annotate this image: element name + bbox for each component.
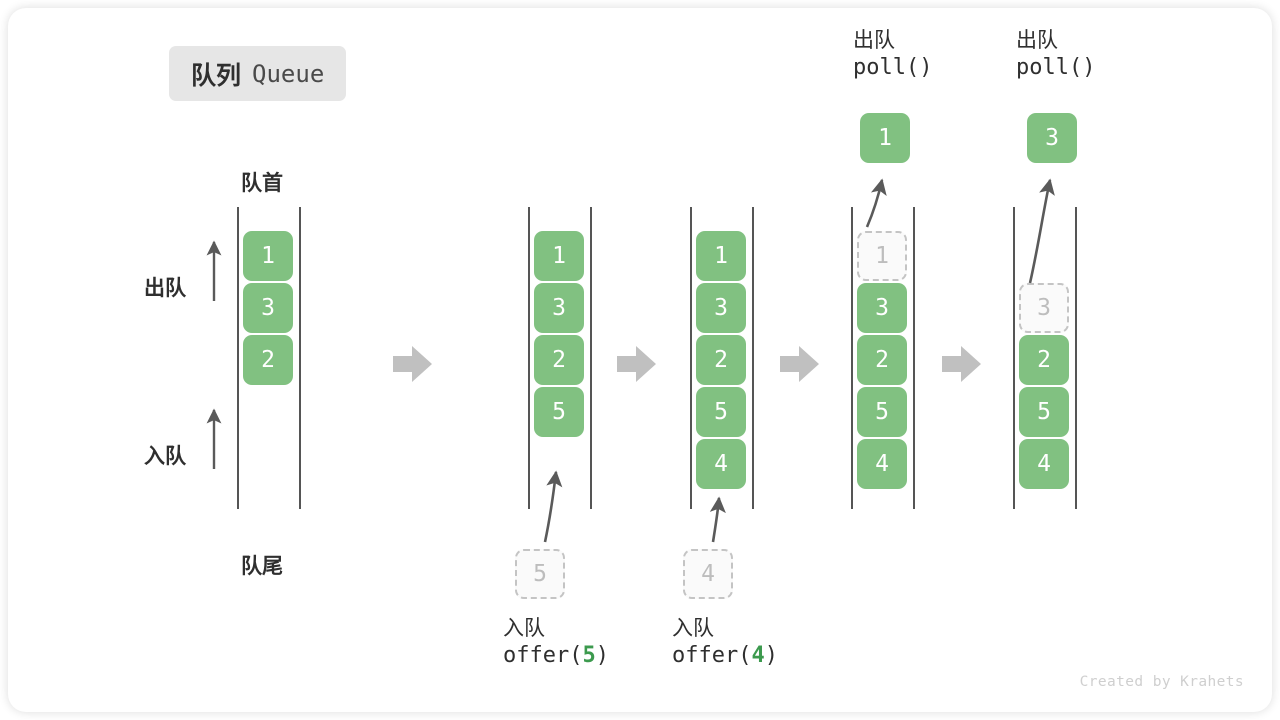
rail-right-stage-2 xyxy=(590,207,592,509)
queue-front-label: 队首 xyxy=(241,172,283,195)
incoming-ghost-cell: 5 xyxy=(515,549,565,599)
stage-5-caption: 出队 poll() xyxy=(1016,30,1095,85)
incoming-ghost-cell: 4 xyxy=(683,549,733,599)
queue-cell: 5 xyxy=(696,387,746,437)
queue-rear-label: 队尾 xyxy=(241,555,283,578)
title-label-en: Queue xyxy=(252,59,325,88)
queue-cell: 1 xyxy=(696,231,746,281)
rail-right-stage-5 xyxy=(1075,207,1077,509)
rail-right-stage-4 xyxy=(913,207,915,509)
rail-right-stage-1 xyxy=(299,207,301,509)
queue-cell: 2 xyxy=(857,335,907,385)
queue-cell: 5 xyxy=(534,387,584,437)
enqueue-direction-label: 入队 xyxy=(144,445,186,468)
transition-arrow xyxy=(780,346,819,382)
transition-arrow xyxy=(393,346,432,382)
queue-cell: 3 xyxy=(534,283,584,333)
outgoing-cell: 3 xyxy=(1027,113,1077,163)
queue-cell-removed: 1 xyxy=(857,231,907,281)
stage-5-caption-cn: 出队 xyxy=(1016,29,1058,52)
dequeue-direction-label: 出队 xyxy=(144,277,186,300)
rail-left-stage-1 xyxy=(237,207,239,509)
rail-left-stage-4 xyxy=(851,207,853,509)
stage-5-caption-code: poll() xyxy=(1016,55,1096,80)
queue-cell: 1 xyxy=(534,231,584,281)
enqueue-arrow-5 xyxy=(543,470,563,543)
queue-cell: 4 xyxy=(1019,439,1069,489)
queue-cell: 2 xyxy=(1019,335,1069,385)
rail-left-stage-5 xyxy=(1013,207,1015,509)
transition-arrow xyxy=(617,346,656,382)
outgoing-cell: 1 xyxy=(860,113,910,163)
arrows-overlay xyxy=(206,178,1055,543)
transition-arrow xyxy=(942,346,981,382)
dequeue-arrow-1 xyxy=(865,178,887,228)
queue-cell: 1 xyxy=(243,231,293,281)
queue-cell: 3 xyxy=(696,283,746,333)
stage-2-caption-code: offer(5) xyxy=(503,643,609,668)
queue-cell: 2 xyxy=(243,335,293,385)
rail-left-stage-2 xyxy=(528,207,530,509)
stage-4-caption-code: poll() xyxy=(853,55,933,80)
queue-cell: 4 xyxy=(696,439,746,489)
stage-4-caption-cn: 出队 xyxy=(853,29,895,52)
stage-3-caption-cn: 入队 xyxy=(672,617,714,640)
title-badge: 队列 Queue xyxy=(169,46,347,101)
watermark: Created by Krahets xyxy=(1079,674,1244,690)
enqueue-arrow-4 xyxy=(709,496,726,543)
queue-cell: 2 xyxy=(696,335,746,385)
queue-cell: 5 xyxy=(1019,387,1069,437)
queue-cell-removed: 3 xyxy=(1019,283,1069,333)
diagram-card: 队列 Queue 队首 队尾 出队 入队 1 3 2 1 3 2 5 5 入队 … xyxy=(8,8,1272,712)
stage-4-caption: 出队 poll() xyxy=(853,30,932,85)
queue-cell: 2 xyxy=(534,335,584,385)
title-label-cn: 队列 xyxy=(191,61,242,90)
queue-cell: 4 xyxy=(857,439,907,489)
stage-3-caption: 入队 offer(4) xyxy=(672,618,778,673)
rail-left-stage-3 xyxy=(690,207,692,509)
stage-3-caption-code: offer(4) xyxy=(672,643,778,668)
queue-cell: 5 xyxy=(857,387,907,437)
queue-cell: 3 xyxy=(857,283,907,333)
queue-cell-vacant xyxy=(1019,231,1069,281)
stage-2-caption: 入队 offer(5) xyxy=(503,618,609,673)
stage-2-caption-cn: 入队 xyxy=(503,617,545,640)
queue-cell: 3 xyxy=(243,283,293,333)
rail-right-stage-3 xyxy=(752,207,754,509)
